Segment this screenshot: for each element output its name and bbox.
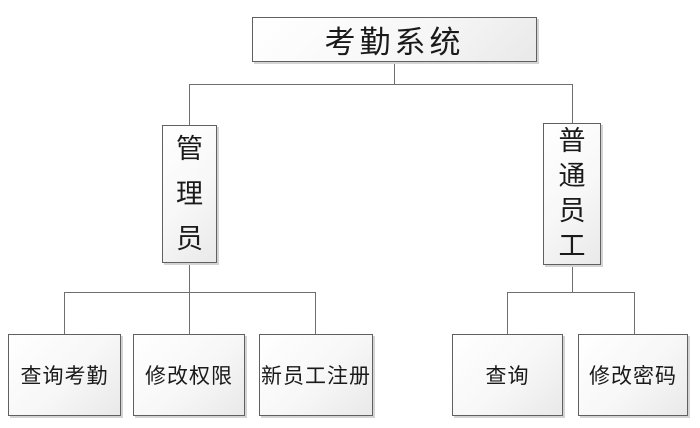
node-administrator: 管理员 [162, 125, 217, 263]
node-regular-employee-label: 普通员工 [558, 126, 586, 261]
connector-admin-stem [189, 263, 190, 334]
connector-admin-drop [189, 84, 190, 125]
connector-query-drop [507, 292, 508, 334]
connector-query-attendance-drop [64, 292, 65, 334]
node-modify-permissions-label: 修改权限 [145, 364, 233, 388]
connector-employee-stem [572, 265, 573, 293]
node-attendance-system-label: 考勤系统 [324, 25, 465, 60]
connector-new-employee-drop [315, 292, 316, 334]
node-modify-password: 修改密码 [578, 334, 688, 416]
node-query-attendance-label: 查询考勤 [20, 364, 109, 388]
connector-employee-bar [507, 292, 635, 293]
node-attendance-system: 考勤系统 [252, 17, 537, 62]
connector-modify-password-drop [634, 292, 635, 334]
connector-admin-bar [64, 292, 316, 293]
connector-employee-drop [572, 84, 573, 123]
node-query-label: 查询 [485, 364, 530, 388]
connector-main-bar [189, 84, 573, 85]
node-modify-password-label: 修改密码 [589, 364, 677, 388]
node-new-employee-registration-label: 新员工注册 [261, 364, 371, 388]
node-modify-permissions: 修改权限 [133, 334, 245, 416]
node-new-employee-registration: 新员工注册 [259, 334, 373, 416]
node-regular-employee: 普通员工 [543, 123, 601, 265]
node-query-attendance: 查询考勤 [8, 334, 121, 416]
node-query: 查询 [452, 334, 563, 416]
connector-root-stem [394, 62, 395, 85]
node-administrator-label: 管理员 [176, 133, 203, 254]
